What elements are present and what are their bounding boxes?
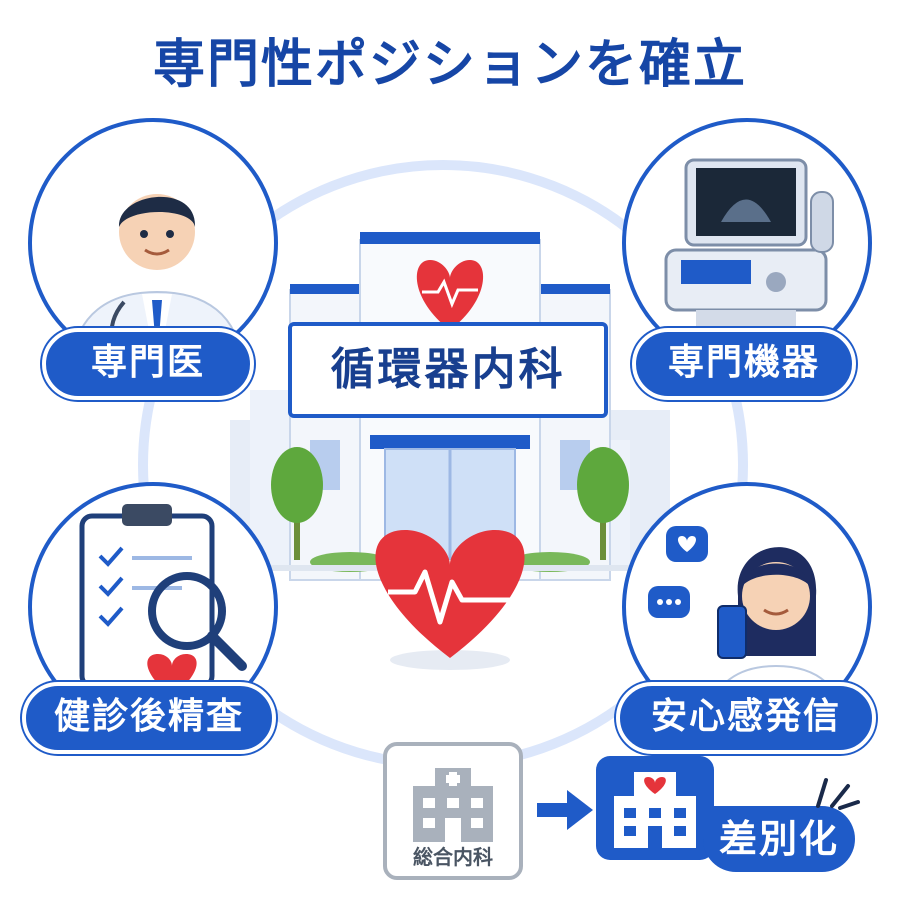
doctor-icon — [71, 194, 243, 364]
specialized-hospital-box — [596, 756, 714, 860]
clipboard-magnifier-icon — [79, 504, 247, 696]
hospital-sign: 循環器内科 — [288, 322, 608, 418]
feature-specialist-label: 専門医 — [42, 328, 254, 400]
white-hospital-heart-icon — [614, 772, 696, 848]
feature-checkup-label: 健診後精査 — [22, 682, 276, 754]
gray-hospital-icon — [413, 768, 493, 842]
feature-specialist-circle — [28, 118, 278, 368]
arrow-right-icon — [537, 790, 593, 830]
differentiation-label: 差別化 — [703, 806, 855, 872]
feature-equipment-label: 専門機器 — [632, 328, 856, 400]
emphasis-burst-icon — [816, 778, 860, 810]
general-internal-medicine-label: 総合内科 — [413, 845, 493, 869]
feature-reassurance-label: 安心感発信 — [616, 682, 876, 754]
page-title: 専門性ポジションを確立 — [152, 35, 747, 95]
general-internal-medicine-box: 総合内科 — [383, 742, 523, 880]
cardiology-hospital-illustration — [230, 232, 670, 670]
